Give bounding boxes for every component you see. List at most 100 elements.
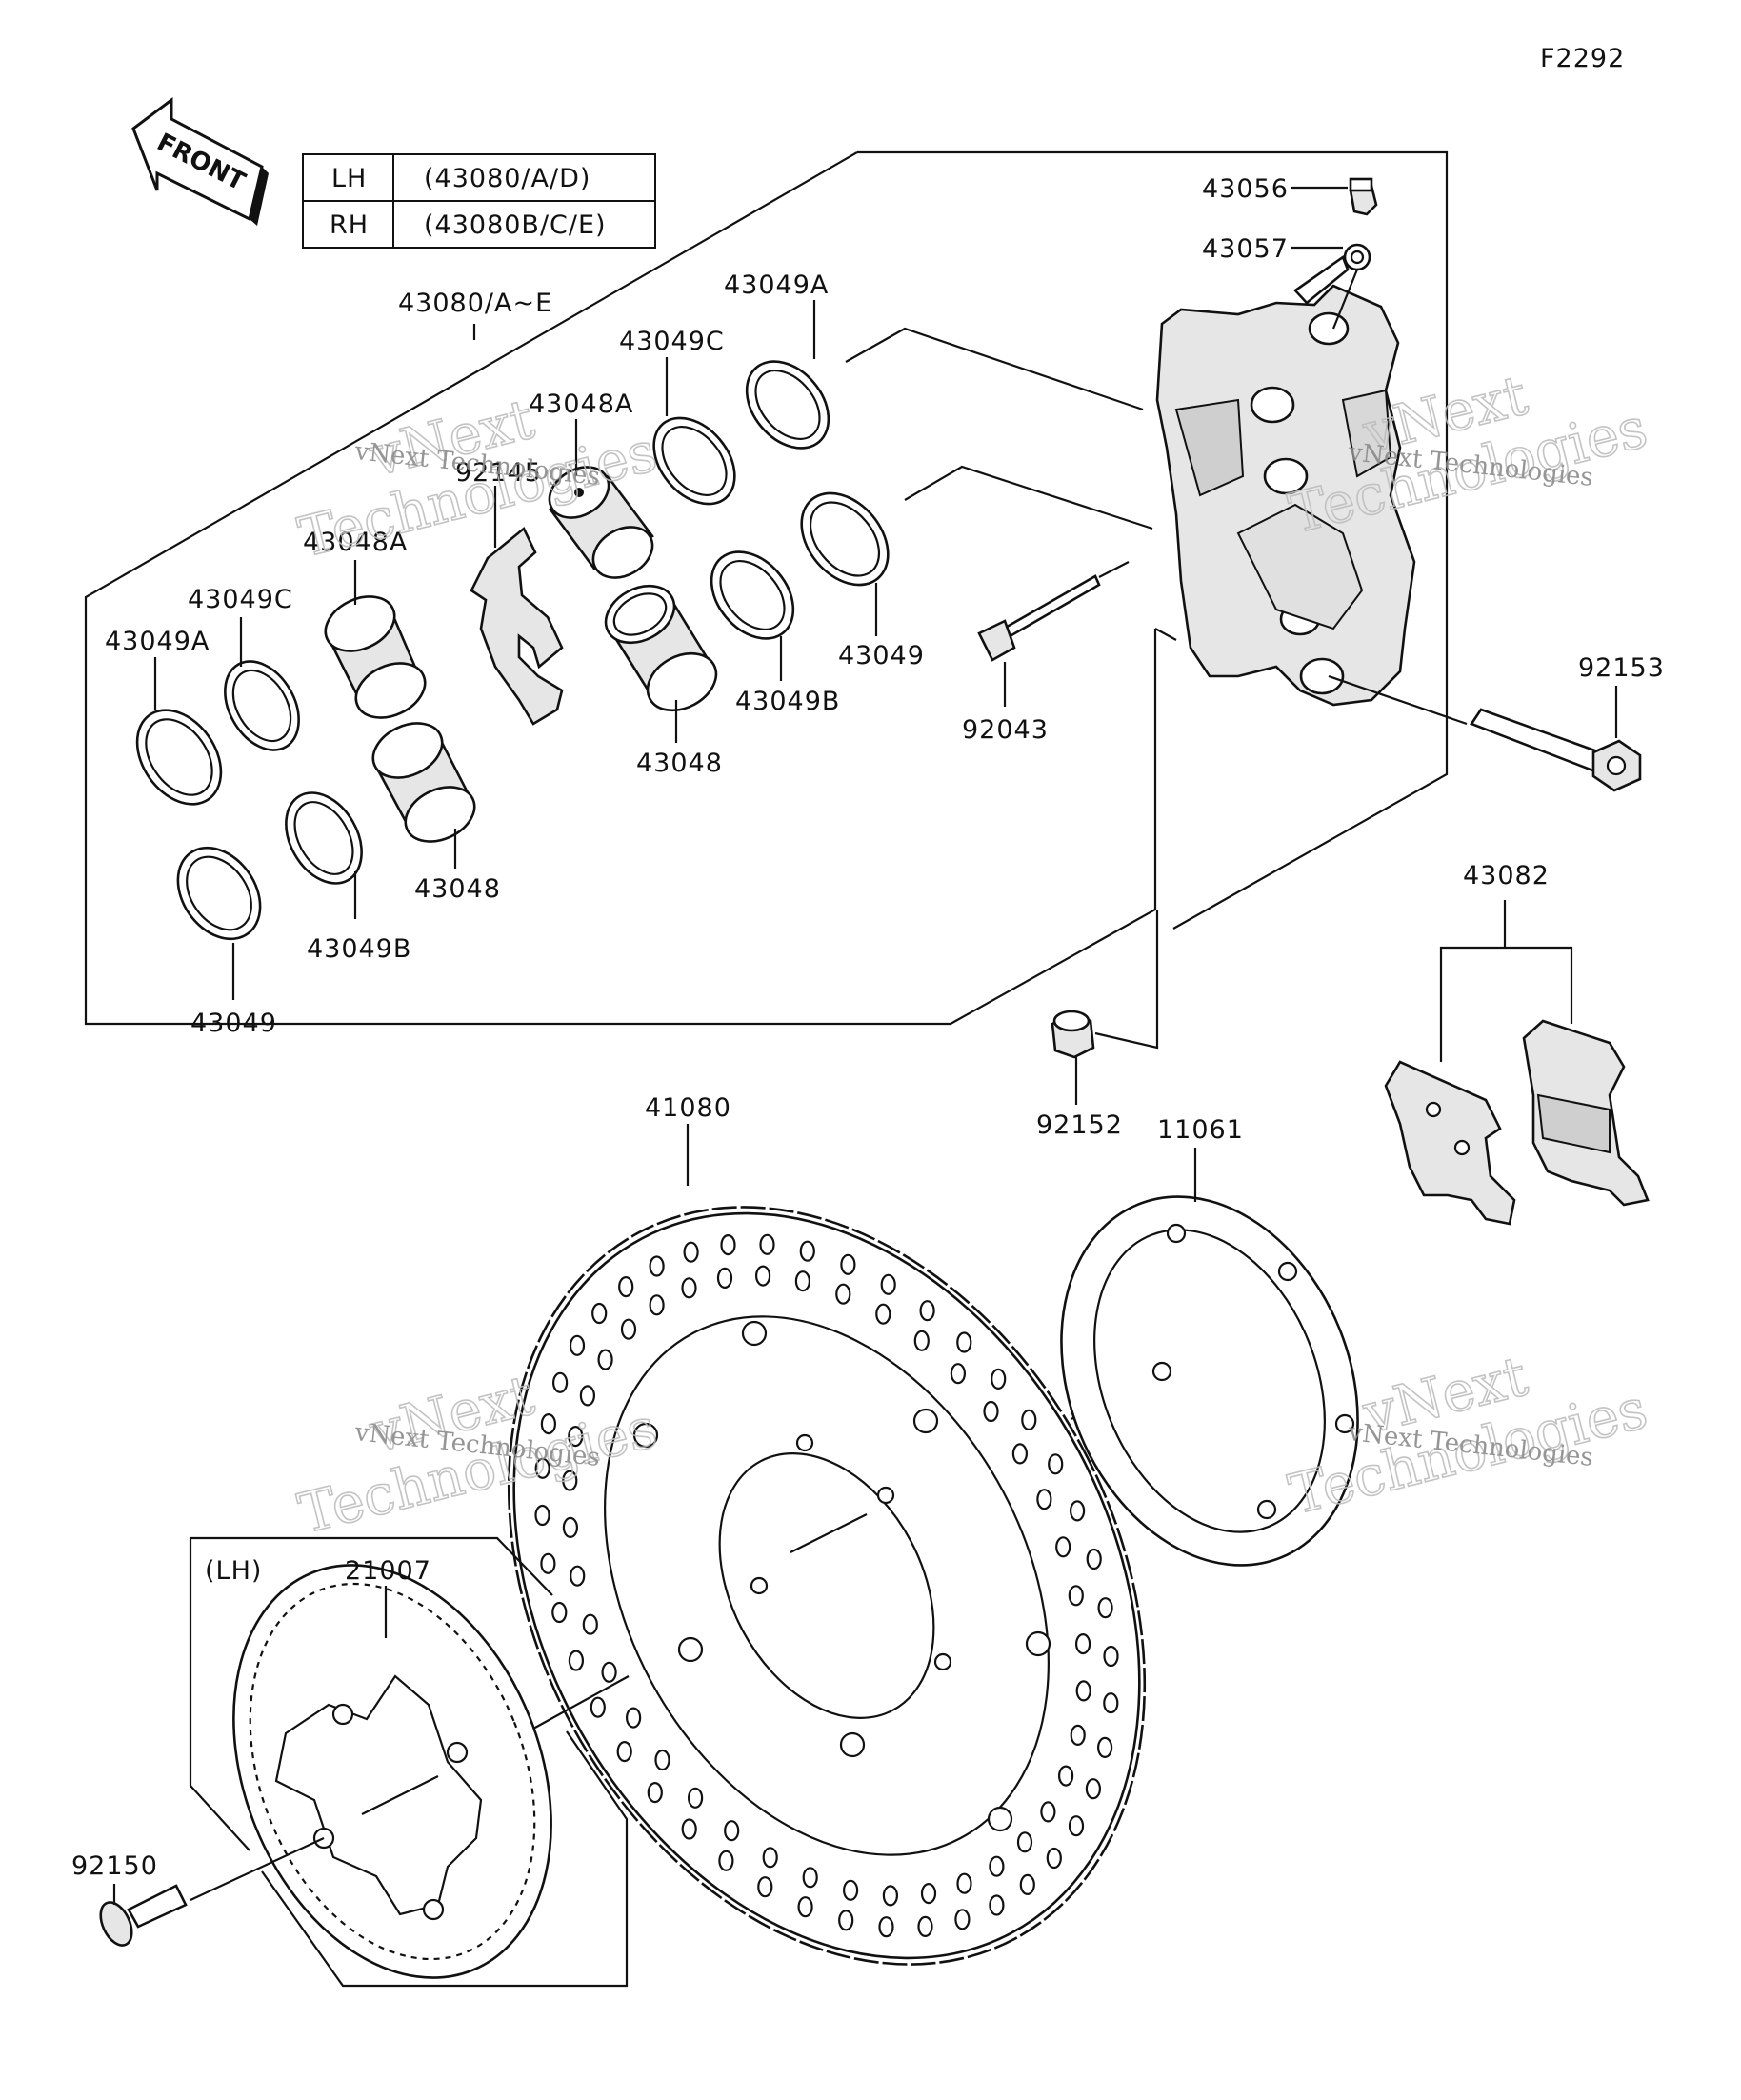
disc-cooling-hole — [681, 1277, 697, 1299]
callout-92150: 92150 — [71, 1851, 158, 1881]
disc-cooling-hole — [878, 1916, 894, 1938]
disc-cooling-hole — [724, 1820, 740, 1842]
disc-cooling-hole — [1016, 1831, 1033, 1853]
disc-cooling-hole — [956, 1331, 972, 1353]
callout-43049C-top: 43049C — [619, 327, 725, 356]
disc-cooling-hole — [654, 1749, 670, 1771]
disc-cooling-hole — [551, 1371, 569, 1393]
piston-43048-low — [371, 722, 476, 843]
disc-cooling-hole — [1068, 1815, 1085, 1837]
disc-cooling-hole — [1021, 1409, 1037, 1431]
disc-cooling-hole — [799, 1240, 815, 1262]
disc-cooling-hole — [647, 1781, 663, 1804]
disc-cooling-hole — [562, 1470, 578, 1491]
callout-43082: 43082 — [1463, 861, 1550, 890]
callout-labels: 43056 43057 43049A 43049C 43048A 92145 4… — [71, 174, 1665, 1881]
caliper-kit-boundary — [84, 150, 1449, 1026]
group-label: 43080/A~E — [398, 289, 552, 318]
disc-cooling-hole — [534, 1504, 550, 1527]
callout-43049B-mid: 43049B — [735, 687, 840, 716]
callout-43056: 43056 — [1202, 174, 1289, 204]
pin-92043 — [977, 561, 1130, 662]
disc-cooling-hole — [913, 1330, 930, 1351]
bolt-92153 — [1328, 674, 1642, 792]
callout-43049-low: 43049 — [190, 1009, 277, 1038]
disc-cooling-hole — [540, 1412, 557, 1435]
disc-cooling-hole — [625, 1707, 642, 1729]
lh-note: (LH) — [205, 1556, 262, 1586]
disc-cooling-hole — [601, 1661, 617, 1683]
front-arrow-icon: FRONT — [131, 97, 269, 226]
disc-cooling-hole — [551, 1601, 568, 1624]
disc-cooling-hole — [687, 1787, 704, 1809]
disc-cooling-hole — [681, 1818, 697, 1840]
seal-43049B-low — [285, 791, 363, 885]
pad-spring-92145 — [470, 526, 564, 726]
disc-cooling-hole — [882, 1885, 899, 1907]
seal-43049A-left — [135, 709, 223, 806]
seal-43049B-mid — [710, 550, 795, 640]
brake-pads-43082 — [1384, 946, 1650, 1226]
disc-cooling-hole — [802, 1867, 818, 1889]
figure-code: F2292 — [1540, 44, 1625, 73]
callout-43049B-low: 43049B — [307, 934, 411, 964]
bleeder-43057 — [1293, 243, 1371, 305]
disc-cooling-hole — [919, 1300, 935, 1322]
disc-cooling-hole — [683, 1241, 699, 1263]
seal-43049-right — [800, 491, 890, 587]
disc-cooling-hole — [582, 1613, 598, 1635]
disc-cooling-hole — [842, 1879, 859, 1901]
disc-cooling-hole — [956, 1872, 972, 1894]
disc-cooling-hole — [1046, 1847, 1062, 1870]
disc-cooling-hole — [1075, 1680, 1091, 1702]
disc-cooling-hole — [618, 1275, 634, 1298]
disc-cooling-hole — [875, 1303, 891, 1325]
callout-92145: 92145 — [455, 458, 542, 488]
abs-ring-boundary — [189, 1536, 629, 1988]
disc-cooling-hole — [920, 1882, 937, 1905]
disc-cooling-hole — [759, 1233, 775, 1255]
seal-43049A-top — [745, 360, 830, 450]
piston-43048A-top — [548, 466, 654, 579]
callout-11061: 11061 — [1157, 1115, 1244, 1145]
callout-43049-right: 43049 — [838, 641, 925, 670]
callout-92153: 92153 — [1578, 653, 1665, 683]
disc-cooling-hole — [1055, 1536, 1071, 1558]
disc-cooling-hole — [797, 1896, 813, 1918]
disc-cooling-hole — [720, 1233, 736, 1256]
disc-cooling-hole — [570, 1565, 586, 1587]
callout-43048A-left: 43048A — [303, 528, 408, 557]
disc-cooling-hole — [762, 1847, 778, 1869]
callout-43049A-left: 43049A — [105, 627, 210, 656]
seal-43049C-left — [224, 660, 300, 751]
piston-43048A-left — [324, 595, 427, 719]
disc-cooling-hole — [1068, 1585, 1084, 1607]
disc-cooling-hole — [840, 1253, 856, 1275]
disc-cooling-hole — [716, 1267, 733, 1290]
disc-cooling-hole — [579, 1385, 596, 1407]
disc-cooling-hole — [835, 1283, 851, 1305]
disc-cooling-hole — [534, 1457, 550, 1479]
table-row-lh-side: LH — [331, 164, 367, 193]
seal-43049C-top — [652, 416, 736, 506]
plate-11061 — [1060, 1195, 1359, 1567]
table-row-rh-side: RH — [330, 210, 369, 240]
disc-cooling-hole — [1019, 1873, 1035, 1896]
disc-cooling-hole — [1048, 1453, 1064, 1475]
disc-cooling-hole — [590, 1696, 606, 1718]
bleeder-cap-43056 — [1349, 177, 1378, 216]
disc-cooling-hole — [1103, 1645, 1119, 1668]
disc-cooling-hole — [562, 1516, 579, 1539]
disc-cooling-hole — [989, 1855, 1005, 1877]
disc-cooling-hole — [794, 1270, 811, 1292]
callout-43049C-left: 43049C — [188, 585, 293, 614]
disc-cooling-hole — [649, 1294, 665, 1316]
table-row-lh-parts: (43080/A/D) — [424, 164, 590, 193]
disc-cooling-hole — [757, 1876, 773, 1898]
disc-cooling-hole — [1011, 1443, 1029, 1465]
callout-43057: 43057 — [1202, 234, 1289, 264]
disc-cooling-hole — [540, 1552, 556, 1574]
callout-92152: 92152 — [1036, 1110, 1123, 1140]
disc-cooling-hole — [1036, 1489, 1052, 1510]
collar-92152 — [1051, 910, 1159, 1059]
